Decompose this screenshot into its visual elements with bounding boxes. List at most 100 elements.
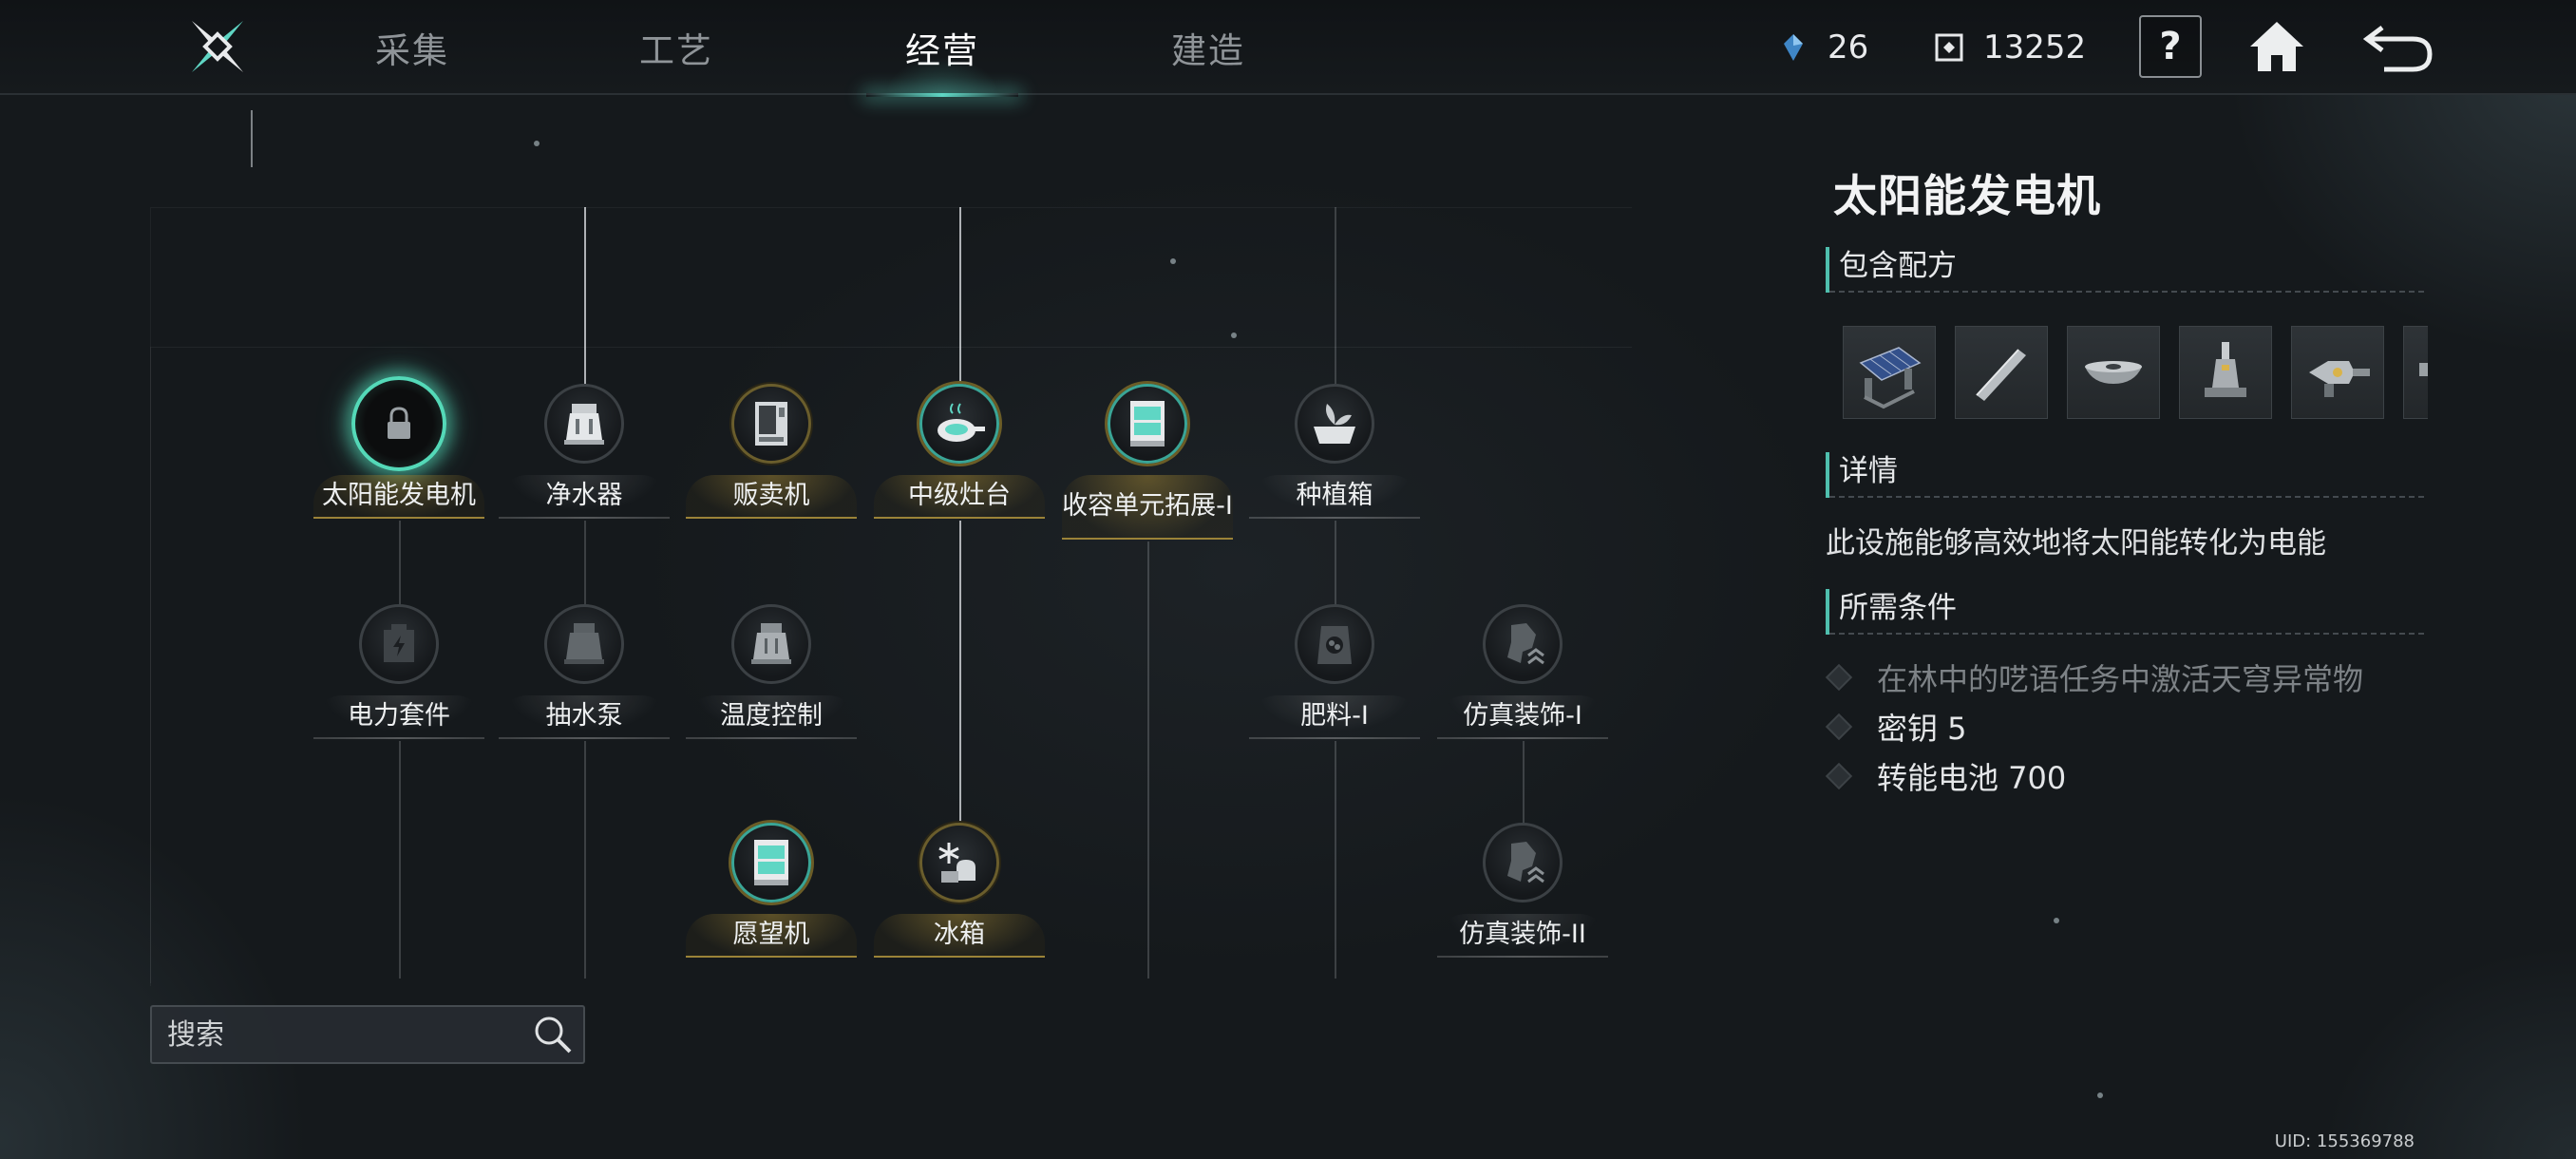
node-label: 收容单元拓展-I [1062, 475, 1233, 540]
tree-node-power-kit[interactable]: 电力套件 [313, 604, 484, 766]
tab-craft[interactable]: 工艺 [639, 30, 713, 71]
connector-line [399, 741, 401, 978]
stove-pan-icon [938, 403, 985, 442]
tree-node-containment-expansion-1[interactable]: 收容单元拓展-I [1062, 384, 1233, 545]
connector-line [584, 521, 586, 606]
tower-icon [2205, 342, 2246, 397]
connector-line [1335, 521, 1336, 606]
node-label: 仿真装饰-II [1437, 914, 1608, 958]
lamp-icon [2085, 361, 2142, 384]
node-icon-frame [731, 384, 811, 464]
tab-build[interactable]: 建造 [1171, 30, 1245, 71]
tree-node-simulated-decor-1[interactable]: 仿真装饰-I [1437, 604, 1608, 766]
home-button[interactable] [2245, 15, 2308, 78]
background-speck [534, 141, 540, 146]
vending-machine-icon [755, 402, 787, 446]
requirement-text: 密钥 5 [1877, 711, 1967, 747]
connector-line [1147, 542, 1149, 978]
recipe-slot[interactable] [1955, 326, 2048, 419]
search-icon[interactable] [532, 1014, 574, 1055]
requirements-heading: 所需条件 [1826, 589, 2424, 635]
node-icon-frame [731, 604, 811, 684]
diamond-bullet-icon [1825, 762, 1853, 790]
node-icon-frame [1295, 384, 1374, 464]
recipe-slot[interactable] [2291, 326, 2384, 419]
node-label: 太阳能发电机 [313, 475, 484, 519]
diamond-bullet-icon [1825, 663, 1853, 692]
tree-node-mid-stove[interactable]: 中级灶台 [874, 384, 1045, 545]
search-input[interactable] [167, 1017, 532, 1052]
fertilizer-bag-icon [1317, 626, 1352, 664]
tree-node-wish-machine[interactable]: 愿望机 [686, 823, 857, 984]
crystal-icon [1784, 34, 1803, 61]
node-label: 仿真装饰-I [1437, 695, 1608, 739]
tree-node-water-purifier[interactable]: 净水器 [499, 384, 670, 545]
recipes-heading: 包含配方 [1826, 247, 2424, 293]
power-kit-icon [384, 624, 414, 662]
node-icon-frame [359, 604, 439, 684]
recipe-slot[interactable] [2403, 326, 2428, 419]
node-icon-frame [919, 823, 999, 902]
token-icon [1935, 33, 1963, 62]
decor-rank-icon [1507, 842, 1544, 884]
node-icon-frame [1108, 384, 1187, 464]
detail-description: 此设施能够高效地将太阳能转化为电能 [1826, 526, 2326, 560]
node-label: 肥料-I [1249, 695, 1420, 739]
tree-node-temperature-control[interactable]: 温度控制 [686, 604, 857, 766]
text-cursor [251, 110, 253, 167]
crystal-counter: 26 [1778, 0, 1868, 95]
game-logo-icon[interactable] [188, 17, 247, 76]
requirement-text: 转能电池 700 [1877, 760, 2067, 796]
tree-node-solar-generator[interactable]: 太阳能发电机 [313, 376, 484, 545]
node-icon-frame [1483, 823, 1563, 902]
connector-line [1335, 741, 1336, 978]
node-icon-frame [544, 384, 624, 464]
node-label: 净水器 [499, 475, 670, 519]
diamond-bullet-icon [1825, 712, 1853, 741]
recipe-slot[interactable] [2067, 326, 2160, 419]
back-button[interactable] [2363, 15, 2435, 78]
node-icon-frame [1483, 604, 1563, 684]
node-label: 电力套件 [313, 695, 484, 739]
node-icon-frame [919, 384, 999, 464]
user-id: UID: 155369788 [2274, 1131, 2415, 1151]
token-counter: 13252 [1934, 0, 2086, 95]
home-icon [2250, 22, 2303, 71]
requirement-text: 在林中的呓语任务中激活天穹异常物 [1877, 661, 2364, 697]
node-icon-frame [731, 823, 811, 902]
recipe-slot[interactable] [1843, 326, 1936, 419]
tree-node-fertilizer-1[interactable]: 肥料-I [1249, 604, 1420, 766]
background-speck [1170, 258, 1176, 264]
tree-frame-inner [150, 347, 1632, 983]
water-purifier-icon [564, 404, 604, 445]
node-icon-frame [351, 376, 446, 471]
node-label: 种植箱 [1249, 475, 1420, 519]
background-speck [2054, 918, 2059, 923]
node-label: 温度控制 [686, 695, 857, 739]
tree-frame [150, 207, 1632, 986]
temperature-control-icon [751, 623, 791, 664]
tab-operate[interactable]: 经营 [847, 0, 1037, 97]
tree-node-water-pump[interactable]: 抽水泵 [499, 604, 670, 766]
tree-node-planter-box[interactable]: 种植箱 [1249, 384, 1420, 545]
help-button[interactable]: ? [2139, 15, 2202, 78]
pipe-icon [1976, 349, 2026, 401]
containment-unit-icon [1130, 401, 1165, 446]
node-label: 抽水泵 [499, 695, 670, 739]
fridge-food-icon [938, 843, 975, 883]
tree-node-fridge[interactable]: 冰箱 [874, 823, 1045, 984]
top-bar: 采集 工艺 经营 建造 26 13252 ? [0, 0, 2576, 97]
connector-line [584, 741, 586, 978]
connector-line [959, 521, 961, 823]
recipe-slot[interactable] [2179, 326, 2272, 419]
tree-node-simulated-decor-2[interactable]: 仿真装饰-II [1437, 823, 1608, 984]
water-pump-icon [564, 623, 604, 664]
background-speck [2097, 1092, 2103, 1098]
tab-gather[interactable]: 采集 [375, 30, 449, 71]
connector-line [399, 521, 401, 606]
wish-machine-icon [754, 840, 788, 885]
solar-panel-icon [1859, 347, 1922, 409]
tree-node-vending-machine[interactable]: 贩卖机 [686, 384, 857, 545]
requirement-item: 在林中的呓语任务中激活天穹异常物 [1825, 656, 2364, 699]
more-icon [2419, 363, 2428, 376]
